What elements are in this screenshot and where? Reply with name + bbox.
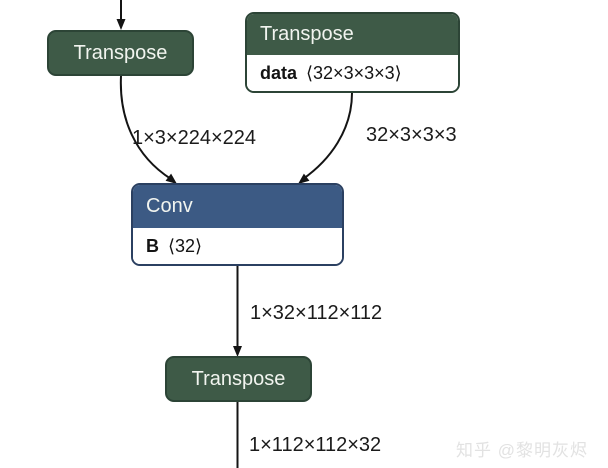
watermark: 知乎 @黎明灰烬 [456,441,588,460]
arrowhead-into-conv-right [298,173,310,184]
node-transpose-b[interactable]: Transpose data ⟨32×3×3×3⟩ [245,12,460,93]
node-conv-header: Conv [133,185,342,228]
arrowhead-into-transpose-c [233,346,242,357]
node-transpose-c-label: Transpose [191,367,286,390]
attribute-value: ⟨32⟩ [168,235,203,256]
edge-transpose-b-to-conv [302,92,353,180]
edge-label-conv-output: 1×32×112×112 [250,302,383,324]
node-transpose-a-label: Transpose [73,41,168,64]
edge-label-transpose-b-output: 32×3×3×3 [366,124,457,146]
node-conv-attribute: B ⟨32⟩ [133,228,342,264]
node-transpose-b-label: Transpose [260,23,354,45]
edge-label-transpose-c-output: 1×112×112×32 [249,434,382,456]
attribute-name: B [146,235,159,256]
edge-label-transpose-a-output: 1×3×224×224 [132,127,257,149]
node-transpose-b-attribute: data ⟨32×3×3×3⟩ [247,55,458,91]
attribute-value: ⟨32×3×3×3⟩ [306,62,402,83]
attribute-name: data [260,62,298,83]
node-transpose-c[interactable]: Transpose [165,356,312,402]
node-transpose-b-header: Transpose [247,14,458,55]
arrowhead-into-conv-left [165,173,177,184]
node-transpose-a[interactable]: Transpose [47,30,194,76]
node-conv[interactable]: Conv B ⟨32⟩ [131,183,344,266]
arrowhead-into-transpose-a [116,19,126,30]
node-conv-label: Conv [146,195,193,217]
edge-transpose-a-to-conv [119,75,172,180]
